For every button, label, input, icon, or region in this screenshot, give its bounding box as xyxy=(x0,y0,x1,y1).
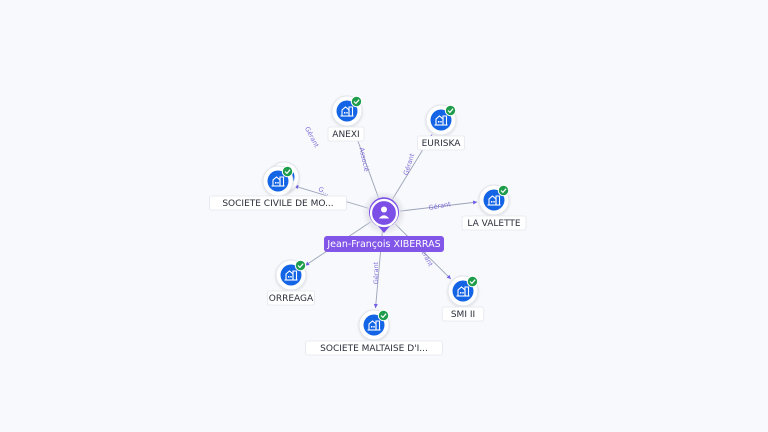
verified-check-icon xyxy=(350,95,363,108)
edge-arrow xyxy=(305,261,310,266)
edge-arrow xyxy=(472,200,478,205)
company-name: LA VALETTE xyxy=(467,219,521,229)
company-label: EURISKA xyxy=(416,135,465,151)
building-icon xyxy=(434,115,448,126)
company-label-box xyxy=(209,195,347,211)
building-icon xyxy=(367,320,381,331)
company-node[interactable]: ANEXI xyxy=(327,95,365,142)
company-label-box xyxy=(266,290,315,306)
company-name: EURISKA xyxy=(422,139,462,149)
center-person-node[interactable]: Jean-François XIBERRAS xyxy=(324,191,444,252)
company-label-box xyxy=(461,215,527,231)
company-label: SOCIETE MALTAISE D'I... xyxy=(305,340,443,356)
company-name: SOCIETE MALTAISE D'I... xyxy=(320,344,428,354)
person-pin-circle xyxy=(369,198,399,228)
center-label-box xyxy=(324,236,444,252)
company-label: ANEXI xyxy=(327,126,365,142)
company-nodes-layer: ANEXI EURISKA SOCIETE CIVILE DE MO... LA VA… xyxy=(209,95,527,356)
verified-check-icon xyxy=(377,309,390,322)
edge-label: G... xyxy=(317,185,331,197)
company-node[interactable]: LA VALETTE xyxy=(461,184,527,231)
building-icon xyxy=(340,106,354,117)
company-label: ORREAGA xyxy=(266,290,315,306)
verified-check-icon xyxy=(444,104,457,117)
verified-check-icon xyxy=(497,184,510,197)
verified-check-icon xyxy=(294,259,307,272)
company-name: ORREAGA xyxy=(269,294,314,304)
building-icon xyxy=(487,195,501,206)
company-name: SMI II xyxy=(451,310,475,320)
edge-arrow xyxy=(373,303,378,309)
edge-label: Associé xyxy=(357,147,370,173)
company-label: SMI II xyxy=(441,306,485,322)
company-name: SOCIETE CIVILE DE MO... xyxy=(222,199,333,209)
person-icon xyxy=(378,206,390,219)
company-label-box xyxy=(327,126,365,142)
building-icon xyxy=(284,270,298,281)
edge-line xyxy=(399,201,478,212)
edge-arrow xyxy=(446,274,451,280)
building-icon xyxy=(271,176,285,187)
company-node[interactable]: SOCIETE CIVILE DE MO... xyxy=(209,161,347,211)
edge-label: Gérant xyxy=(303,125,321,149)
company-label-box xyxy=(441,306,485,322)
company-label: SOCIETE CIVILE DE MO... xyxy=(209,195,347,211)
company-node[interactable]: SOCIETE MALTAISE D'I... xyxy=(305,309,443,356)
company-label-box xyxy=(416,135,465,151)
verified-check-icon xyxy=(466,275,479,288)
company-node[interactable]: ORREAGA xyxy=(266,259,315,306)
company-name: ANEXI xyxy=(332,130,359,140)
company-label: LA VALETTE xyxy=(461,215,527,231)
edge-label: Gérant xyxy=(428,200,452,212)
center-person-label: Jean-François XIBERRAS xyxy=(326,239,440,250)
company-label-box xyxy=(305,340,443,356)
company-node[interactable]: EURISKA xyxy=(416,104,465,151)
edge-label: Gérant xyxy=(372,261,380,284)
company-node[interactable]: SMI II xyxy=(441,275,485,322)
verified-check-icon xyxy=(281,165,294,178)
building-icon xyxy=(456,286,470,297)
